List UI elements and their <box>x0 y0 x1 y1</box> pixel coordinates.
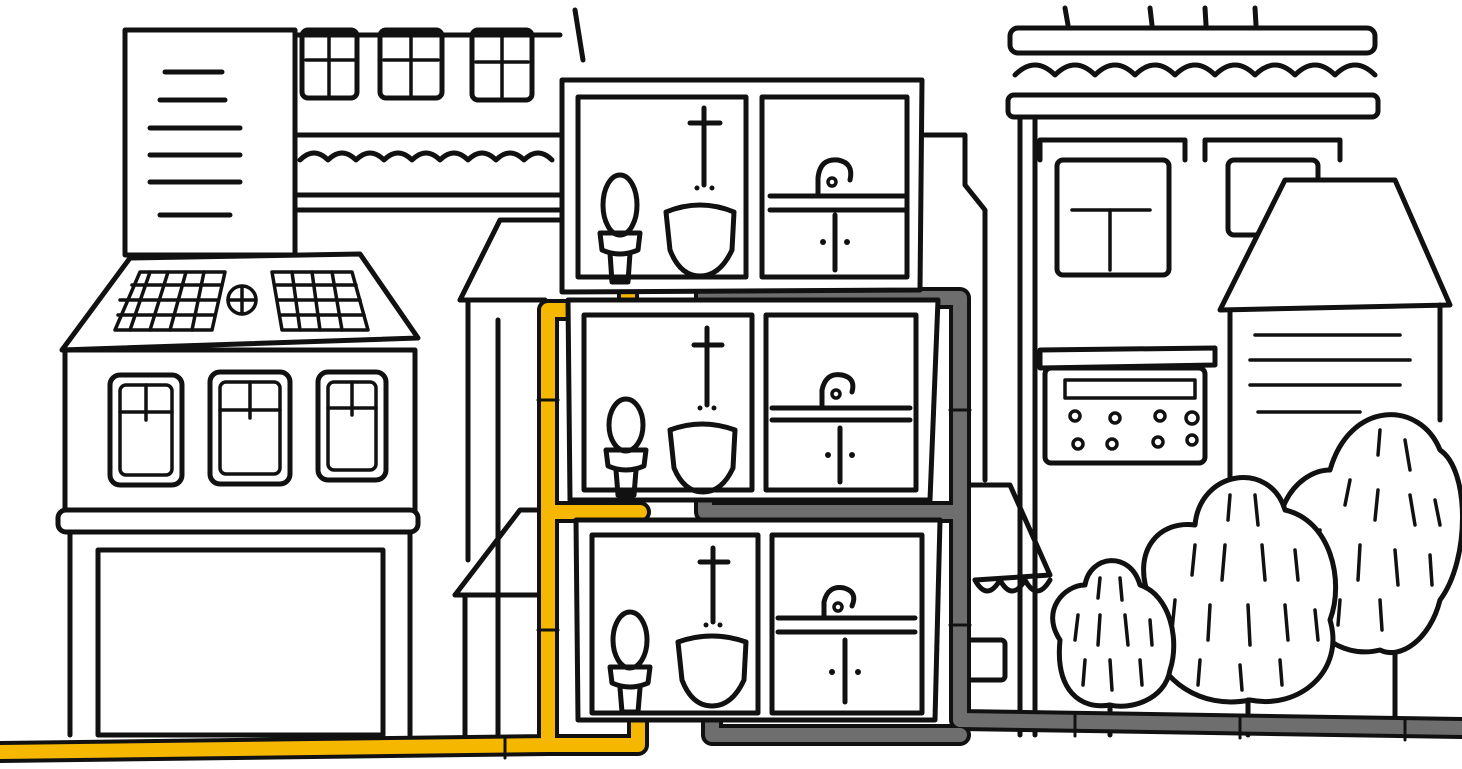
back-building-windows <box>295 10 583 210</box>
tall-office-building <box>125 30 295 255</box>
awning-building <box>925 135 1050 680</box>
solar-panel-house <box>58 254 418 735</box>
